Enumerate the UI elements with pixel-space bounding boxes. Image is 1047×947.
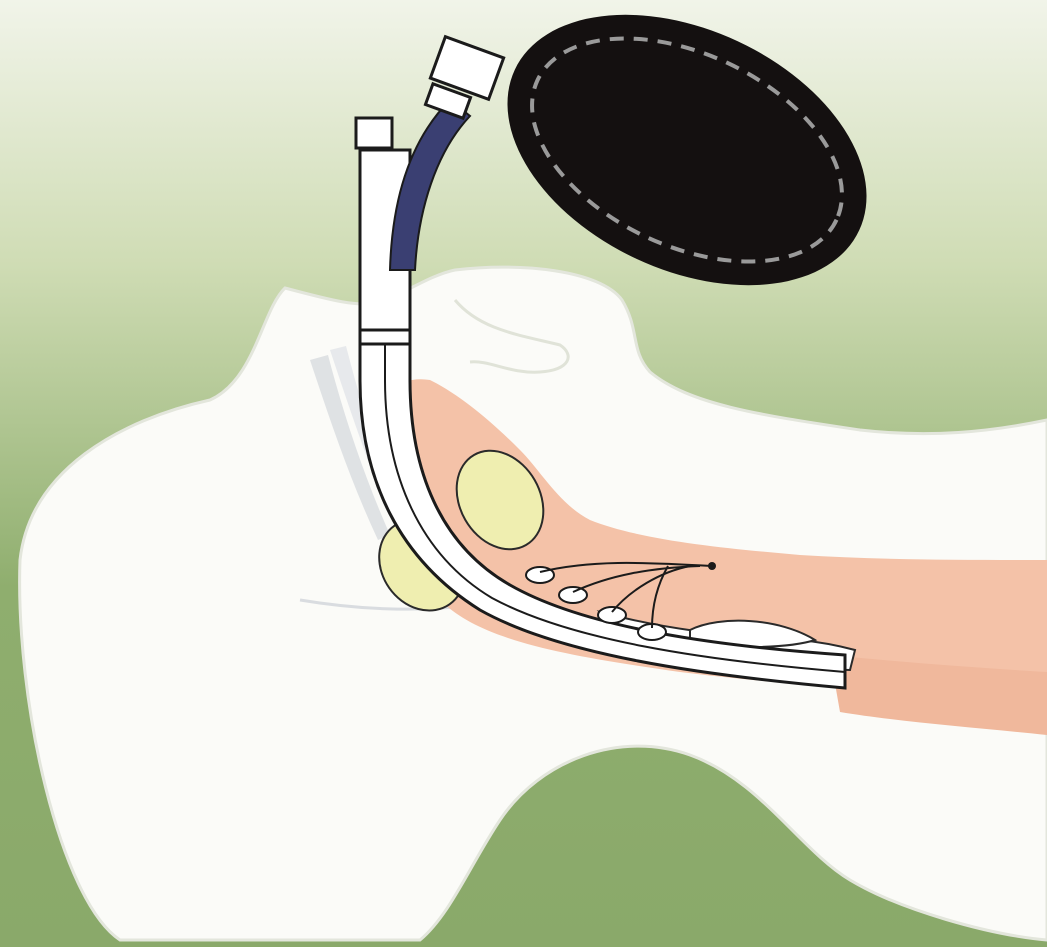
wire-junction (708, 562, 716, 570)
tube-marker-band (360, 330, 410, 344)
tube-top-fitting (356, 118, 392, 148)
